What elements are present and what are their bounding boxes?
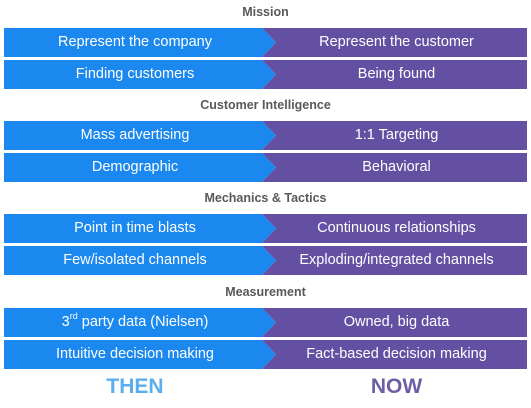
comparison-row: Demographic Behavioral [4, 153, 527, 182]
comparison-row: Finding customers Being found [4, 60, 527, 89]
then-arrow-shape [4, 214, 276, 243]
section-title-measurement: Measurement [225, 285, 306, 299]
then-cell: Intuitive decision making [56, 346, 214, 362]
then-arrow-shape [4, 60, 276, 89]
now-cell: Represent the customer [319, 34, 474, 50]
now-cell: Being found [357, 66, 436, 82]
section-title-customer-intelligence: Customer Intelligence [200, 98, 331, 112]
now-cell: Exploding/integrated channels [299, 252, 494, 268]
comparison-row: Represent the company Represent the cust… [4, 28, 527, 57]
then-cell: Demographic [91, 159, 179, 175]
row-arrow-shapes [4, 308, 527, 337]
row-arrow-shapes [4, 28, 527, 57]
then-cell: Finding customers [75, 66, 195, 82]
then-cell: Represent the company [58, 34, 212, 50]
now-shape [262, 28, 527, 57]
then-arrow-shape [4, 121, 276, 150]
now-shape [262, 214, 527, 243]
then-cell: Mass advertising [80, 127, 190, 143]
comparison-row: Few/isolated channels Exploding/integrat… [4, 246, 527, 275]
comparison-row: Point in time blasts Continuous relation… [4, 214, 527, 243]
now-shape [262, 308, 527, 337]
then-cell-superscript: rd [69, 311, 78, 322]
row-arrow-shapes [4, 60, 527, 89]
now-shape [262, 340, 527, 369]
now-cell: 1:1 Targeting [354, 127, 439, 143]
then-cell-prefix: 3 [61, 314, 70, 330]
then-arrow-shape [4, 153, 276, 182]
comparison-row: Intuitive decision making Fact-based dec… [4, 340, 527, 369]
section-title-mechanics-tactics: Mechanics & Tactics [204, 191, 327, 205]
now-shape [262, 153, 527, 182]
then-arrow-shape [4, 246, 276, 275]
row-arrow-shapes [4, 340, 527, 369]
section-title-mission: Mission [242, 5, 289, 19]
now-cell: Owned, big data [343, 314, 450, 330]
now-cell: Behavioral [362, 159, 431, 175]
then-cell: 3rd party data (Nielsen) [4, 308, 266, 337]
then-arrow-shape [4, 340, 276, 369]
now-shape [262, 60, 527, 89]
row-arrow-shapes [4, 121, 527, 150]
row-arrow-shapes [4, 246, 527, 275]
then-arrow-shape [4, 28, 276, 57]
now-shape [262, 246, 527, 275]
then-cell-text: party data (Nielsen) [77, 314, 209, 330]
now-cell: Fact-based decision making [306, 346, 487, 362]
comparison-row: Mass advertising 1:1 Targeting [4, 121, 527, 150]
then-label: THEN [106, 375, 164, 398]
now-shape [262, 121, 527, 150]
then-cell: Few/isolated channels [63, 252, 207, 268]
comparison-row: 3rd party data (Nielsen) Owned, big data [4, 308, 527, 337]
now-label: NOW [370, 375, 423, 398]
then-arrow-shape [4, 308, 276, 337]
now-cell: Continuous relationships [317, 220, 476, 236]
row-arrow-shapes [4, 214, 527, 243]
row-arrow-shapes [4, 153, 527, 182]
then-cell: Point in time blasts [74, 220, 196, 236]
